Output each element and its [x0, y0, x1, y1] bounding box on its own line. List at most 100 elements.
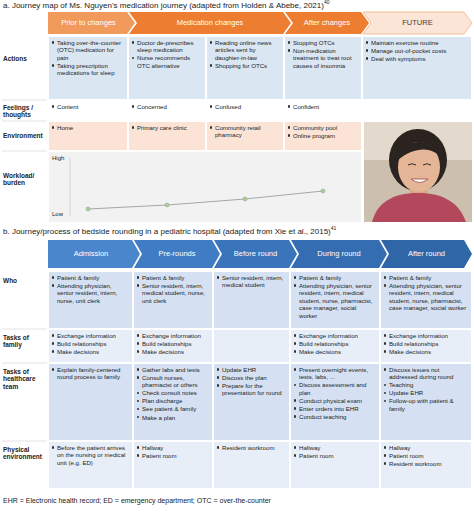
cell-body: Community poolOnline program — [285, 122, 361, 142]
bullet-dot — [210, 41, 212, 43]
bullet-item: Confident — [288, 103, 358, 110]
chevron-outline — [381, 240, 472, 268]
bullet-item: Consult nurses, pharmacist or others — [137, 374, 209, 389]
bullet-dot — [217, 368, 219, 370]
bullet-item: Online program — [288, 132, 358, 139]
bullet-dot — [366, 57, 368, 59]
bullet-dot — [384, 384, 386, 386]
cell-text: Patient room — [389, 452, 468, 459]
row-rule — [2, 121, 47, 122]
stage-label: FUTURE — [372, 19, 463, 27]
cell-text: Taking over-the-counter (OTC) medication… — [57, 39, 124, 61]
cell-text: Deal with symptoms — [371, 55, 468, 62]
bullet-item: Make decisions — [384, 348, 468, 355]
stage-chevron: Prior to changes — [48, 12, 135, 34]
bullet-dot — [384, 284, 386, 286]
cell-text: Hallway — [389, 444, 468, 451]
bullet-item: Concerned — [132, 103, 202, 110]
eye — [423, 164, 431, 165]
bullet-dot — [132, 41, 134, 43]
bullet-dot — [132, 57, 134, 59]
stage-chevron: FUTURE — [363, 12, 472, 34]
bullet-dot — [366, 41, 368, 43]
bullet-dot — [137, 342, 139, 344]
cell-text: Taking prescription medications for slee… — [57, 62, 124, 77]
cell-text: Patient & family — [389, 274, 468, 281]
bullet-dot — [52, 41, 54, 43]
bullet-item: Confused — [210, 103, 280, 110]
row-label: Workload/ burden — [3, 172, 34, 186]
bullet-item: Update EHR — [217, 366, 286, 373]
cell-text: Conduct physical exam — [299, 397, 376, 404]
bullet-dot — [52, 350, 54, 352]
cell-body: Confused — [207, 101, 283, 113]
cell-body: HallwayPatient room — [134, 442, 212, 462]
bullet-item: Exchange information — [137, 332, 209, 339]
bullet-item: Reading online news articles sent by dau… — [210, 39, 280, 61]
bullet-item: See patient & family — [137, 405, 209, 412]
cell-body: Exchange informationBuild relationshipsM… — [49, 330, 132, 358]
cell-text: Enter orders into EHR — [299, 405, 376, 412]
cell-text: Doctor de-prescribes sleep medication — [137, 39, 202, 54]
cell-text: Build relationships — [57, 340, 129, 347]
bullet-dot — [384, 454, 386, 456]
table-cell: Discuss issues not addressed during roun… — [381, 364, 471, 440]
cell-text: Discuss assessment and plan — [299, 381, 376, 396]
bullet-dot — [52, 105, 54, 107]
axis-label: High — [52, 155, 64, 161]
cell-body: Exchange informationBuild relationshipsM… — [134, 330, 212, 358]
bullet-dot — [384, 350, 386, 352]
table-cell: Resident workroom — [214, 442, 289, 488]
bullet-dot — [384, 334, 386, 336]
cell-text: Patient room — [142, 452, 209, 459]
cell-text: Nurse recommends OTC alternative — [137, 54, 202, 69]
hair — [389, 129, 447, 191]
bullet-item: Conduct physical exam — [294, 397, 376, 404]
stage-label: Pre-rounds — [143, 250, 211, 258]
row-label: Feelings / thoughts — [3, 104, 33, 118]
panel-heading: b. Journey/process of bedside rounding i… — [3, 227, 331, 236]
bullet-dot — [294, 415, 296, 417]
table-cell: Explain family-centered round process to… — [49, 364, 132, 440]
cell-text: Patient room — [299, 452, 376, 459]
bullet-dot — [210, 64, 212, 66]
cell-text: Non-medication treatment to treat root c… — [293, 47, 358, 69]
workload-point — [321, 189, 325, 193]
cell-text: Make decisions — [57, 348, 129, 355]
cell-text: Conduct teaching — [299, 413, 376, 420]
stage-chevron: After round — [381, 240, 472, 268]
bullet-dot — [384, 368, 386, 370]
workload-line — [88, 191, 323, 209]
bullet-dot — [137, 350, 139, 352]
table-cell: Home — [49, 122, 127, 150]
cell-text: Shopping for OTCs — [215, 62, 280, 69]
bullet-dot — [52, 126, 54, 128]
text-line: Who — [3, 277, 47, 284]
row-separators — [2, 100, 47, 441]
cell-text: Attending physician, senior resident, in… — [299, 282, 376, 319]
bullet-dot — [288, 41, 290, 43]
cell-text: Build relationships — [389, 340, 468, 347]
stage-chevron: Admission — [48, 240, 140, 268]
workload-point — [165, 203, 169, 207]
cell-body: Content — [49, 101, 127, 113]
bullet-dot — [137, 376, 139, 378]
chevron-label-box: Pre-rounds — [134, 240, 220, 268]
cell-body: Reading online news articles sent by dau… — [207, 37, 283, 72]
cell-text: Before the patient arrives on the nursin… — [57, 444, 129, 466]
bullet-dot — [294, 284, 296, 286]
cell-text: Confused — [215, 103, 280, 110]
cell-body: Patient & familyAttending physician, sen… — [381, 272, 471, 314]
bullet-item: Attending physician, senior resident, in… — [294, 282, 376, 319]
bullet-item: Patient room — [384, 452, 468, 459]
bullet-dot — [137, 454, 139, 456]
bullet-item: Present overnight events, tests, labs, .… — [294, 366, 376, 381]
row-rule — [2, 363, 47, 364]
cell-body: Exchange informationBuild relationshipsM… — [291, 330, 379, 358]
chevron-outline — [363, 12, 472, 34]
bullet-dot — [137, 446, 139, 448]
cell-text: Community retail pharmacy — [215, 124, 280, 139]
bullet-item: Check consult notes — [137, 389, 209, 396]
cell-text: Exchange information — [299, 332, 376, 339]
